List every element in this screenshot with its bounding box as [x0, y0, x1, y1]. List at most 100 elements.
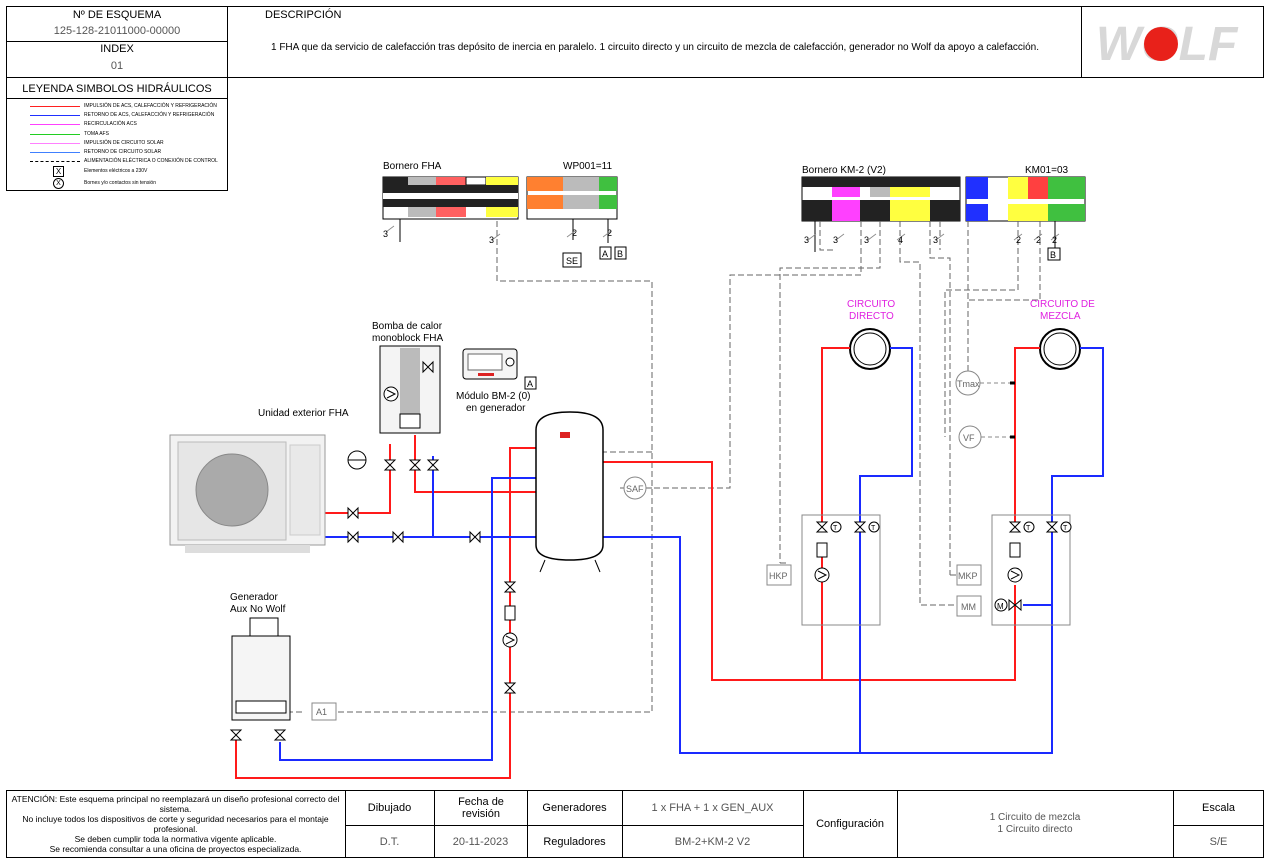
heat-pump-internal-pump-icon	[383, 386, 399, 402]
wp-terminal-title: WP001=11	[563, 161, 612, 172]
km01-terminal-title: KM01=03	[1025, 165, 1069, 176]
svg-text:Módulo BM-2 (0): Módulo BM-2 (0)	[456, 391, 530, 402]
valves	[230, 459, 1058, 741]
svg-text:Generador: Generador	[230, 592, 278, 603]
svg-text:B: B	[1050, 250, 1056, 260]
svg-text:3: 3	[383, 229, 388, 239]
wolf-logo: WOLF	[1092, 14, 1254, 71]
svg-text:A1: A1	[316, 707, 327, 717]
legend-line-swatch	[30, 124, 80, 126]
circle-x-symbol-icon: X	[53, 178, 64, 189]
control-wiring	[290, 221, 1041, 713]
legend-line-swatch	[30, 161, 80, 163]
legend-item-label: RETORNO DE CIRCUITO SOLAR	[84, 149, 162, 155]
outdoor-unit	[169, 434, 326, 553]
se-sensor: SE	[562, 252, 582, 268]
mix-circuit-radiator	[1039, 328, 1081, 370]
svg-text:3: 3	[833, 235, 838, 245]
bm2-module	[462, 348, 518, 380]
footer-notice: ATENCIÓN: Este esquema principal no reem…	[11, 794, 340, 854]
svg-text:M: M	[997, 602, 1004, 611]
a-contact: A	[599, 246, 612, 260]
direct-circuit-radiator	[849, 328, 891, 370]
svg-text:A: A	[602, 249, 608, 259]
buffer-tank	[535, 411, 604, 573]
wire-count-ticks	[385, 225, 1060, 241]
regulators-value: BM-2+KM-2 V2	[674, 835, 751, 848]
thermometer-icons: T T T T	[830, 521, 1072, 533]
description-cell	[227, 6, 1082, 78]
b-contact-fha: B	[614, 246, 627, 260]
svg-text:2: 2	[1052, 235, 1057, 245]
hydraulic-diagram: Bornero FHA WP001=11 Bornero KM-2 (V2) K…	[169, 161, 1104, 779]
svg-text:en generador: en generador	[466, 403, 526, 414]
terminal-block-km2	[801, 176, 961, 222]
vf-sensor: VF	[958, 425, 982, 449]
legend-item-label: RETORNO DE ACS, CALEFACCIÓN Y REFRIGERAC…	[84, 112, 215, 119]
mix-valve: M	[994, 598, 1022, 612]
config-value: 1 Circuito de mezcla 1 Circuito directo	[989, 812, 1081, 835]
terminal-block-fha	[382, 176, 519, 220]
legend-divider	[6, 98, 228, 99]
hydraulic-groups	[801, 514, 1071, 626]
svg-text:3: 3	[804, 235, 809, 245]
svg-text:Bomba de calor: Bomba de calor	[372, 321, 443, 332]
legend-line-swatch	[30, 152, 80, 153]
wire-count-labels: 3 3 2 2 3 3 3 4 3 2 2 2	[383, 228, 1057, 245]
svg-text:B: B	[617, 249, 623, 259]
drawn-label: Dibujado	[367, 801, 412, 814]
svg-text:T: T	[833, 525, 838, 532]
index-label: INDEX	[100, 43, 134, 55]
legend-item-label: RECIRCULACIÓN ACS	[84, 121, 137, 128]
svg-text:A: A	[527, 379, 533, 389]
svg-text:4: 4	[898, 235, 903, 245]
svg-text:2: 2	[1016, 235, 1021, 245]
svg-text:2: 2	[572, 228, 577, 238]
scheme-number: 125-128-21011000-00000	[53, 25, 181, 37]
description-label: DESCRIPCIÓN	[265, 9, 342, 21]
svg-text:3: 3	[489, 235, 494, 245]
check-valves	[504, 542, 1021, 621]
svg-text:Tmax: Tmax	[957, 379, 980, 389]
mm-box: MM	[956, 595, 982, 617]
legend-line-swatch	[30, 106, 80, 107]
mix-circuit-pump-icon	[1007, 567, 1023, 583]
scale-value: S/E	[1209, 835, 1228, 848]
footer-frame	[6, 790, 1264, 858]
component-labels: Bomba de calor monoblock FHA Unidad exte…	[230, 321, 530, 615]
legend-item-label: ALIMENTACIÓN ELÉCTRICA O CONEXIÓN DE CON…	[84, 158, 218, 165]
svg-text:3: 3	[933, 235, 938, 245]
legend-title: LEYENDA SIMBOLOS HIDRÁULICOS	[22, 83, 212, 95]
date-label: Fecha de revisión	[458, 795, 504, 820]
date-value: 20-11-2023	[452, 835, 509, 848]
svg-text:VF: VF	[963, 433, 975, 443]
legend-symbol-circle-label: Bornes y/o contactos sin tensión	[84, 180, 156, 186]
saf-sensor: SAF	[623, 476, 647, 500]
svg-text:SAF: SAF	[626, 484, 644, 494]
drawn-value: D.T.	[379, 835, 400, 848]
km2-terminal-title: Bornero KM-2 (V2)	[802, 165, 886, 176]
regulators-label: Reguladores	[543, 835, 606, 848]
description-text: 1 FHA que da servicio de calefacción tra…	[270, 42, 1040, 53]
b-contact-km01: B	[1047, 247, 1061, 261]
return-pipes	[279, 347, 1104, 761]
x-symbol-icon: X	[53, 166, 64, 177]
svg-text:3: 3	[864, 235, 869, 245]
legend-line-swatch	[30, 115, 80, 117]
scale-label: Escala	[1201, 801, 1236, 814]
hkp-box: HKP	[766, 564, 792, 586]
legend-line-swatch	[30, 142, 80, 144]
terminal-block-km01	[965, 176, 1086, 222]
a-contact-module: A	[524, 376, 537, 390]
scheme-label: Nº DE ESQUEMA	[72, 9, 162, 21]
svg-text:CIRCUITO: CIRCUITO	[847, 299, 895, 310]
svg-text:CIRCUITO DE: CIRCUITO DE	[1030, 299, 1095, 310]
legend-item-label: IMPULSIÓN DE CIRCUITO SOLAR	[84, 139, 164, 146]
generators-value: 1 x FHA + 1 x GEN_AUX	[651, 801, 774, 814]
legend-line-swatch	[30, 133, 80, 135]
legend-symbol-x-label: Elementos eléctricos a 230V	[84, 168, 148, 174]
svg-text:T: T	[1026, 525, 1031, 532]
svg-text:2: 2	[1036, 235, 1041, 245]
svg-text:Unidad exterior FHA: Unidad exterior FHA	[258, 408, 349, 419]
mkp-box: MKP	[956, 564, 982, 586]
